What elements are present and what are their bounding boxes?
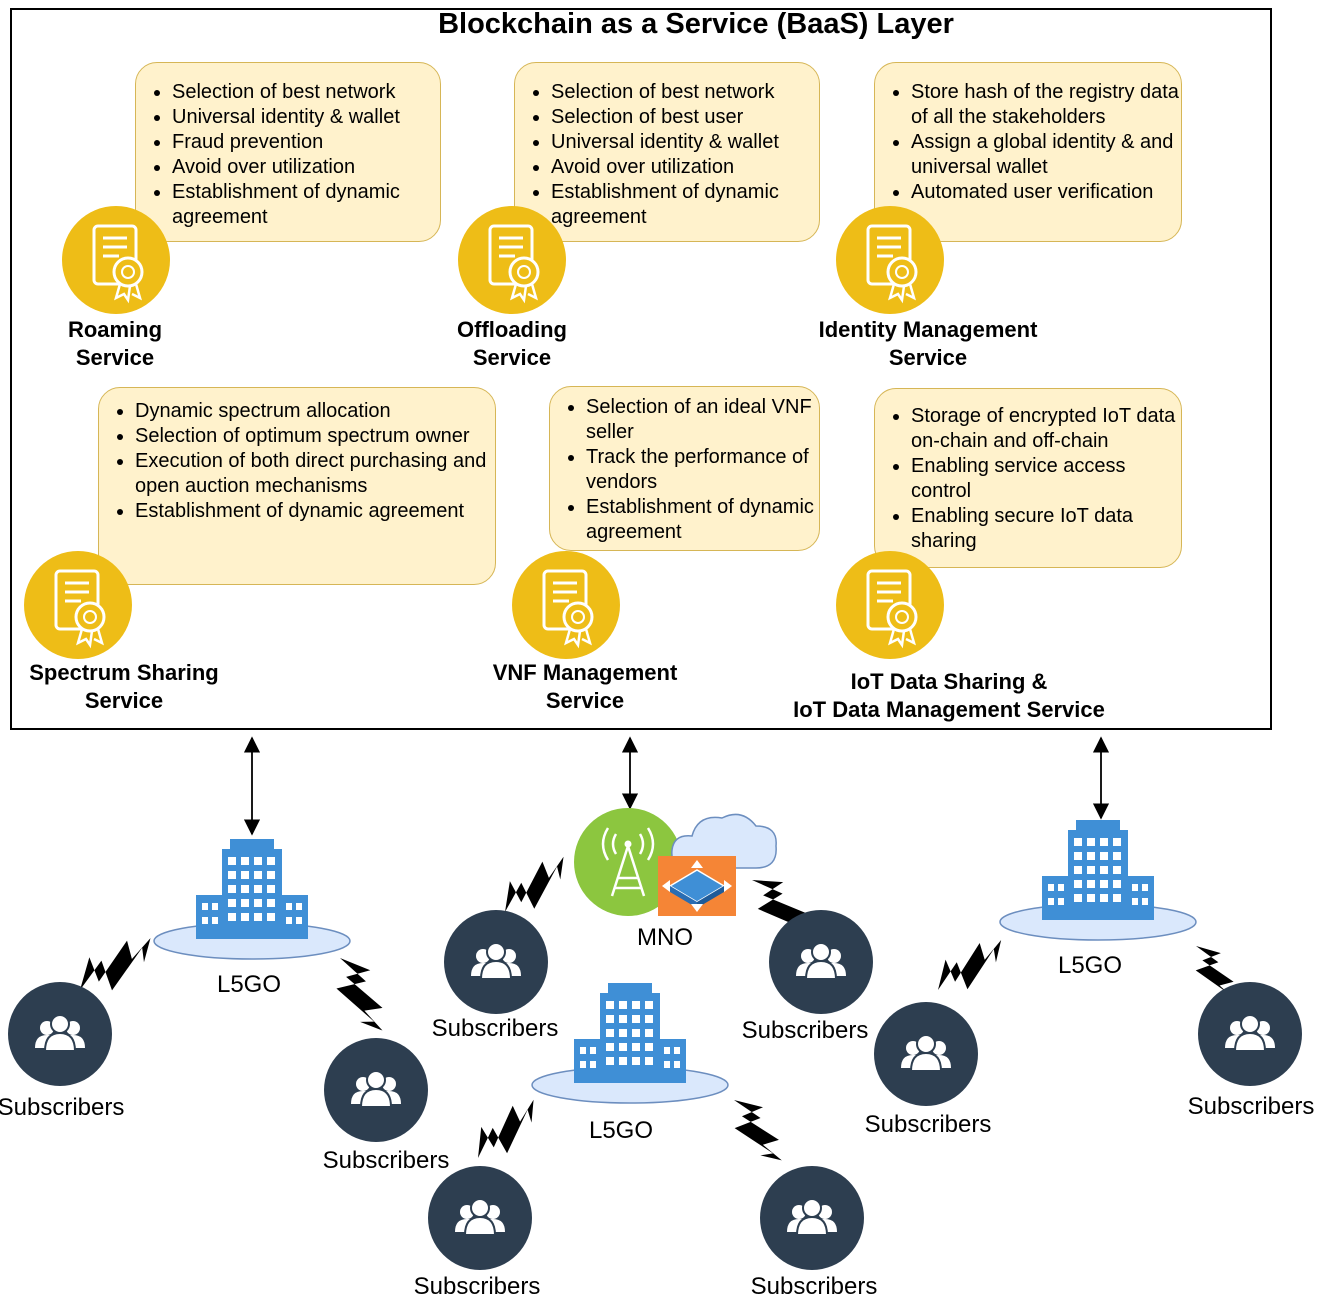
subscribers-icon <box>427 1165 533 1271</box>
roaming-service-label: Roaming Service <box>68 316 162 372</box>
wireless-link-icon <box>720 1088 797 1171</box>
vnf-features-card: Selection of an ideal VNF seller Track t… <box>549 386 820 551</box>
list-item: Establishment of dynamic agreement <box>135 499 495 524</box>
left-l5go-building-icon <box>153 838 351 960</box>
wireless-link-icon <box>926 924 1012 1005</box>
subscribers-label: Subscribers <box>322 1147 450 1174</box>
left-l5go-label: L5GO <box>216 971 282 998</box>
offloading-features-card: Selection of best network Selection of b… <box>514 62 820 242</box>
subscribers-icon <box>768 909 874 1015</box>
mno-label: MNO <box>637 924 693 951</box>
service-label-line: Service <box>472 345 552 370</box>
subscribers-label: Subscribers <box>741 1017 869 1044</box>
spectrum-certificate-icon <box>22 549 134 661</box>
subscribers-label: Subscribers <box>750 1273 878 1300</box>
list-item: Store hash of the registry data of all t… <box>911 80 1181 130</box>
offloading-service-label: Offloading Service <box>457 316 567 372</box>
subscribers-label: Subscribers <box>413 1273 541 1300</box>
list-item: Track the performance of vendors <box>586 445 819 495</box>
identity-service-label: Identity Management Service <box>819 316 1038 372</box>
list-item: Dynamic spectrum allocation <box>135 399 495 424</box>
list-item: Establishment of dynamic agreement <box>586 495 819 545</box>
router-icon <box>658 856 736 916</box>
subscribers-label: Subscribers <box>1187 1093 1315 1120</box>
spectrum-service-label: Spectrum Sharing Service <box>29 659 218 715</box>
list-item: Enabling service access control <box>911 454 1181 504</box>
subscribers-icon <box>873 1001 979 1107</box>
iot-features-card: Storage of encrypted IoT data on-chain a… <box>874 388 1182 568</box>
bottom-l5go-building-icon <box>531 982 729 1104</box>
subscribers-icon <box>443 909 549 1015</box>
iot-certificate-icon <box>834 549 946 661</box>
right-l5go-label: L5GO <box>1057 952 1123 979</box>
wireless-link-icon <box>464 1085 546 1171</box>
iot-service-label: IoT Data Sharing & IoT Data Management S… <box>793 668 1105 724</box>
vnf-service-label: VNF Management Service <box>493 659 678 715</box>
mno-tower-icon <box>574 808 682 916</box>
vnf-certificate-icon <box>510 549 622 661</box>
spectrum-features-card: Dynamic spectrum allocation Selection of… <box>98 387 496 585</box>
service-label-line: Offloading <box>457 317 567 342</box>
identity-certificate-icon <box>834 204 946 316</box>
roaming-certificate-icon <box>60 204 172 316</box>
service-label-line: Roaming <box>67 317 163 342</box>
service-label-line: Spectrum Sharing <box>29 660 219 685</box>
subscribers-icon <box>759 1165 865 1271</box>
list-item: Execution of both direct purchasing and … <box>135 449 495 499</box>
list-item: Assign a global identity & and universal… <box>911 130 1181 180</box>
subscribers-icon <box>323 1037 429 1143</box>
subscribers-label: Subscribers <box>431 1015 559 1042</box>
cloud-icon <box>671 813 777 869</box>
service-label-line: Service <box>84 688 164 713</box>
subscribers-label: Subscribers <box>864 1111 992 1138</box>
list-item: Enabling secure IoT data sharing <box>911 504 1181 554</box>
service-label-line: VNF Management <box>492 660 678 685</box>
wireless-link-icon <box>323 947 401 1040</box>
list-item: Automated user verification <box>911 180 1181 205</box>
list-item: Selection of best network <box>551 80 819 105</box>
identity-features-card: Store hash of the registry data of all t… <box>874 62 1182 242</box>
list-item: Avoid over utilization <box>172 155 440 180</box>
list-item: Avoid over utilization <box>551 155 819 180</box>
service-label-line: Identity Management <box>818 317 1038 342</box>
list-item: Selection of best user <box>551 105 819 130</box>
list-item: Establishment of dynamic agreement <box>551 180 819 230</box>
service-label-line: Service <box>75 345 155 370</box>
list-item: Storage of encrypted IoT data on-chain a… <box>911 404 1181 454</box>
subscribers-icon <box>7 981 113 1087</box>
subscribers-label: Subscribers <box>0 1094 125 1121</box>
service-label-line: IoT Data Sharing & <box>850 669 1048 694</box>
right-l5go-building-icon <box>999 819 1197 941</box>
list-item: Establishment of dynamic agreement <box>172 180 440 230</box>
bottom-l5go-label: L5GO <box>588 1117 654 1144</box>
list-item: Universal identity & wallet <box>551 130 819 155</box>
roaming-features-card: Selection of best network Universal iden… <box>135 62 441 242</box>
baas-layer-title: Blockchain as a Service (BaaS) Layer <box>438 8 954 40</box>
list-item: Selection of an ideal VNF seller <box>586 395 819 445</box>
service-label-line: Service <box>545 688 625 713</box>
list-item: Universal identity & wallet <box>172 105 440 130</box>
list-item: Fraud prevention <box>172 130 440 155</box>
service-label-line: Service <box>888 345 968 370</box>
list-item: Selection of optimum spectrum owner <box>135 424 495 449</box>
subscribers-icon <box>1197 981 1303 1087</box>
service-label-line: IoT Data Management Service <box>793 697 1105 722</box>
list-item: Selection of best network <box>172 80 440 105</box>
offloading-certificate-icon <box>456 204 568 316</box>
